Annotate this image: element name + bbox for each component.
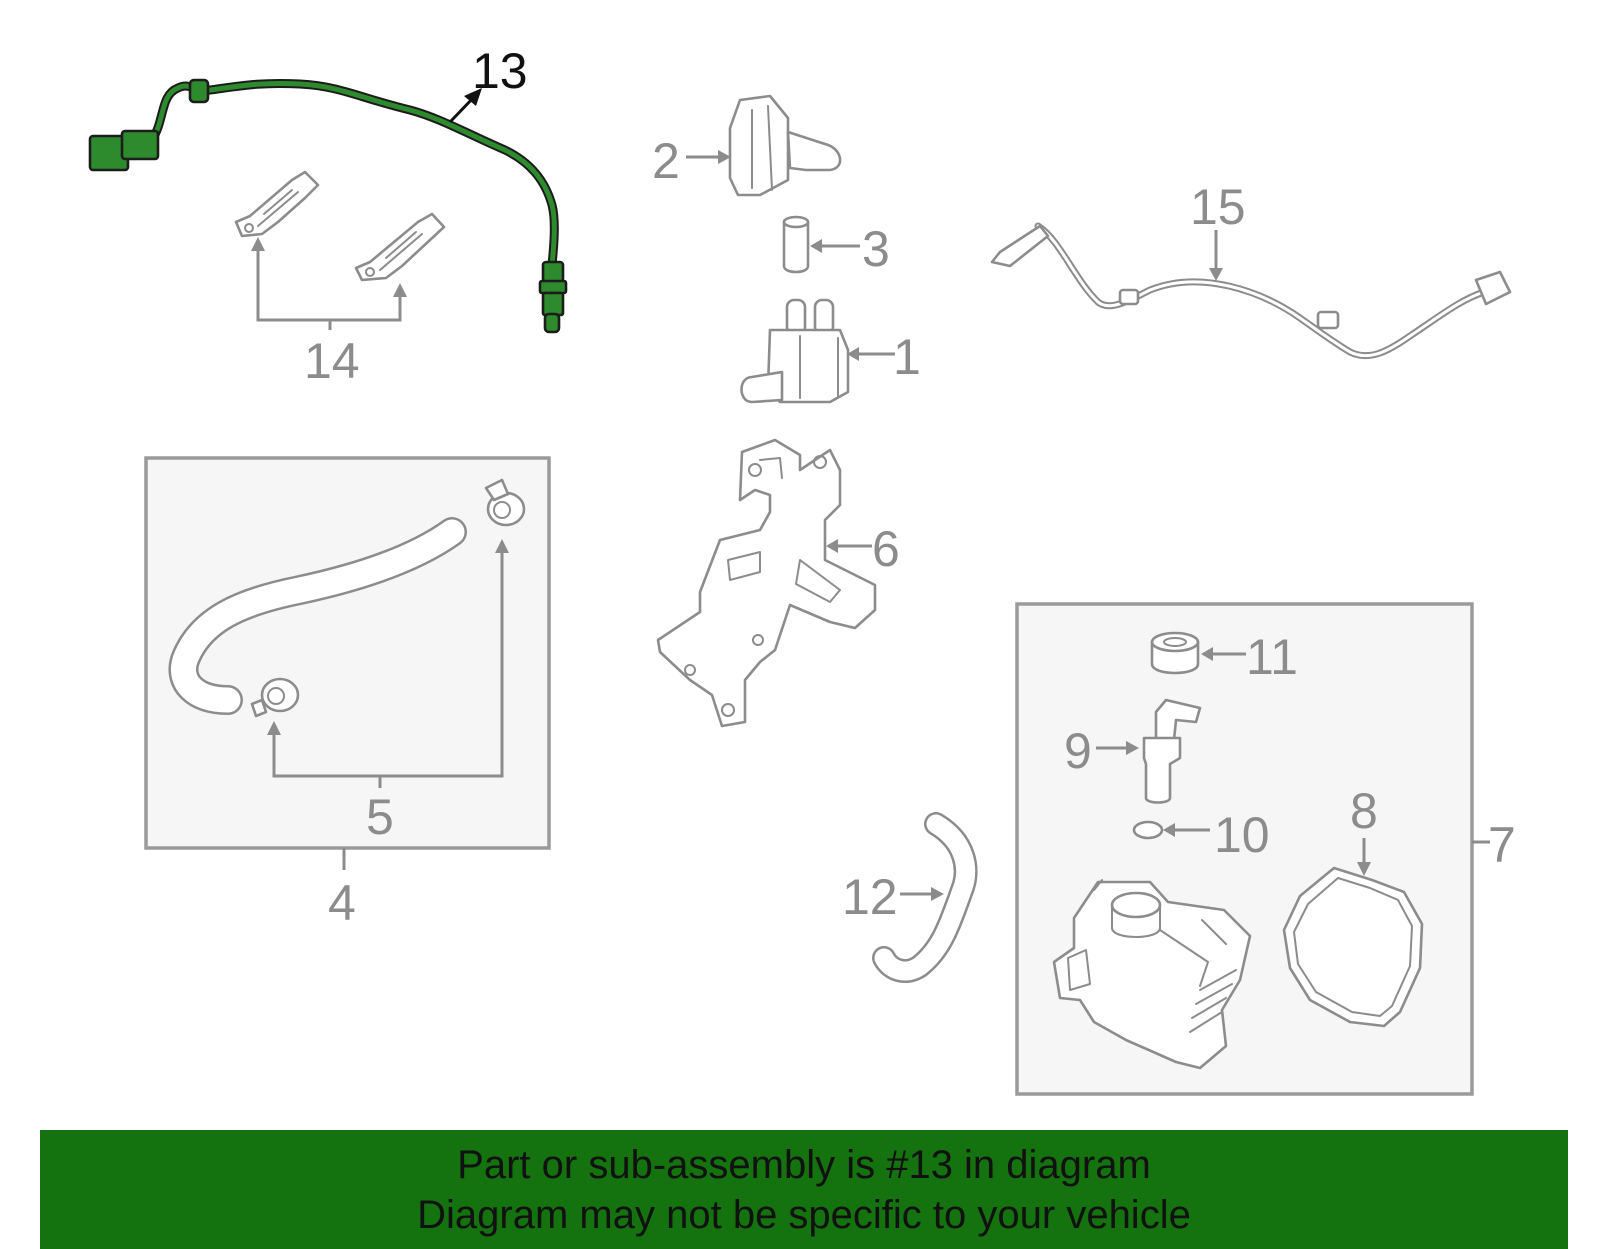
part-11-seal[interactable]: 11 [1150, 629, 1298, 685]
part-15-oxygen-sensor[interactable]: 15 [990, 179, 1512, 360]
info-banner: Part or sub-assembly is #13 in diagram D… [40, 1130, 1568, 1249]
part-9-valve[interactable]: 9 [1064, 698, 1202, 804]
label-1: 1 [893, 329, 921, 385]
label-3: 3 [862, 221, 890, 277]
label-6: 6 [872, 521, 900, 577]
banner-line-disclaimer: Diagram may not be specific to your vehi… [417, 1193, 1191, 1237]
part-10-o-ring[interactable]: 10 [1132, 807, 1270, 863]
label-11: 11 [1246, 629, 1298, 685]
part-2-solenoid[interactable]: 2 [652, 94, 842, 197]
part-5-clamp-lower[interactable] [250, 677, 300, 718]
label-5: 5 [366, 789, 394, 845]
part-13-oxygen-sensor[interactable]: 13 [88, 43, 568, 334]
label-4: 4 [328, 875, 356, 931]
part-7-canister-assembly[interactable]: 7 11 9 10 [1015, 602, 1516, 1096]
part-1-valve[interactable]: 1 [740, 298, 921, 404]
part-4-hose-assembly[interactable]: 5 4 [144, 456, 551, 931]
parts-diagram: 13 14 2 3 1 [88, 43, 1516, 1096]
part-5-clamp-upper[interactable] [484, 478, 526, 527]
part-3-sleeve[interactable]: 3 [782, 215, 890, 277]
label-12: 12 [842, 869, 898, 925]
label-10: 10 [1214, 807, 1270, 863]
part-14-brackets[interactable]: 14 [234, 170, 446, 389]
part-12-hose[interactable]: 12 [842, 812, 978, 983]
part-8-gasket[interactable]: 8 [1282, 783, 1424, 1028]
label-15: 15 [1190, 179, 1246, 235]
label-13: 13 [472, 43, 528, 99]
label-8: 8 [1350, 783, 1378, 839]
label-9: 9 [1064, 723, 1092, 779]
banner-line-part: Part or sub-assembly is #13 in diagram [457, 1143, 1151, 1187]
label-7: 7 [1488, 817, 1516, 873]
canister-body[interactable] [1052, 879, 1252, 1070]
label-2: 2 [652, 133, 680, 189]
part-6-bracket[interactable]: 6 [656, 438, 900, 728]
label-14: 14 [304, 333, 360, 389]
